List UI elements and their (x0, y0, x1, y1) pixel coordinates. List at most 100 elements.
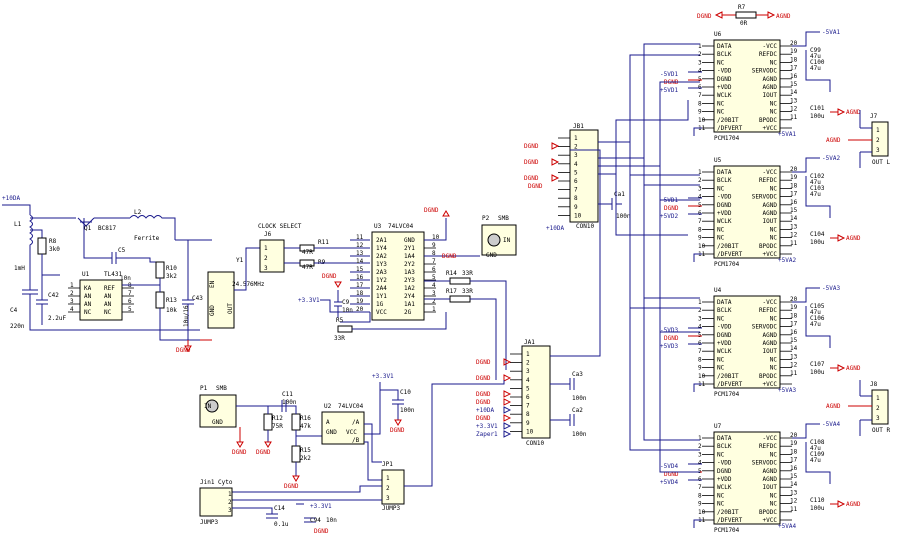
p2-in: IN (503, 237, 511, 244)
svg-text:1: 1 (386, 475, 390, 482)
svg-text:5: 5 (432, 274, 436, 281)
dac-pin-right: BPODC (759, 117, 777, 124)
dac-pin-left: /20BIT (717, 117, 739, 124)
u1-value: TL431 (104, 271, 122, 278)
dac-pin-left: /DFVERT (717, 251, 743, 258)
dac-pin-num: 3 (698, 59, 702, 66)
svg-text:1: 1 (228, 491, 232, 498)
dac-pin-num: 11 (790, 506, 798, 513)
ca2-value: 100n (572, 431, 587, 438)
svg-text:3: 3 (432, 290, 436, 297)
dac-vcc-neg: -5VA3 (822, 285, 840, 292)
q1-ref: Q1 (84, 225, 92, 232)
c94-dgnd: DGND (314, 528, 329, 535)
dac-vcc-pos: +5VA1 (778, 131, 796, 138)
ja1-pin: 5 (526, 385, 530, 392)
svg-text:2: 2 (432, 298, 436, 305)
dac-pin-left: /DFVERT (717, 381, 743, 388)
u3-pin-right: 2Y4 (404, 293, 415, 300)
l2-value: Ferrite (134, 235, 160, 242)
u2-pin-gnd: GND (326, 429, 337, 436)
dac-u7: U7PCM1704DATA1BCLK2NC3-VDD4DGND5+VDD6WCL… (660, 421, 861, 534)
svg-text:2: 2 (264, 255, 268, 262)
dac-agnd: AGND (846, 501, 861, 508)
dac-pin-right: AGND (763, 340, 778, 347)
dac-pin-num: 18 (790, 448, 798, 455)
c43-value: 10u/16 (183, 305, 190, 327)
dac-cap-ref: C109 (810, 451, 825, 458)
dac-pin-left: BCLK (717, 51, 732, 58)
l2-ref: L2 (134, 209, 142, 216)
dac-pin-right: REFDC (759, 51, 777, 58)
p2-value: SMB (498, 215, 509, 222)
dac-pin-right: SERVODC (752, 324, 778, 331)
input-supply: +3.3V1 (372, 373, 394, 380)
clock-dgnd-left: DGND (322, 273, 337, 280)
jin1-ref: Jin1 Cyto (200, 479, 233, 486)
dac-pin-num: 18 (790, 182, 798, 189)
c11-ref: C11 (282, 391, 293, 398)
dac-pin-num: 19 (790, 440, 798, 447)
dac-pin-right: NC (770, 356, 778, 363)
dac-pin-num: 19 (790, 48, 798, 55)
svg-text:4: 4 (432, 282, 436, 289)
r7-ref: R7 (738, 4, 746, 11)
u1-pin-right: AN (104, 293, 112, 300)
dac-pin-right: REFDC (759, 177, 777, 184)
dac-vdd-neg: -5VD1 (660, 71, 678, 78)
dac-pin-num: 13 (790, 223, 798, 230)
dac-cap-ref: C106 (810, 315, 825, 322)
j6-name: CLOCK SELECT (258, 223, 302, 230)
u3-pin-left: 2A3 (376, 269, 387, 276)
dgnd-label: DGND (697, 13, 712, 20)
dac-pin-left: NC (717, 315, 725, 322)
dac-pin-num: 12 (790, 498, 798, 505)
y1-ref: Y1 (236, 257, 244, 264)
c94-ref: C94 (310, 517, 321, 524)
dac-pin-num: 1 (698, 299, 702, 306)
dac-pin-num: 18 (790, 312, 798, 319)
r10-value: 3k2 (166, 273, 177, 280)
jb1-pin: 5 (574, 169, 578, 176)
dac-vcc-pos: +5VA4 (778, 523, 796, 530)
ca3-value: 100n (572, 395, 587, 402)
dac-pin-right: NC (770, 109, 778, 116)
dac-pin-right: +VCC (763, 251, 778, 258)
u2-pin-nb: /B (352, 437, 360, 444)
j7-agnd: AGND (826, 137, 841, 144)
dac-pin-left: NC (717, 235, 725, 242)
dac-pin-right: SERVODC (752, 68, 778, 75)
dac-vdd-pos: +5VD1 (660, 87, 678, 94)
dac-pin-left: NC (717, 356, 725, 363)
dac-pin-right: -VCC (763, 43, 778, 50)
ja1-pin: 7 (526, 403, 530, 410)
svg-text:16: 16 (356, 274, 364, 281)
dac-vdd-pos: +5VD4 (660, 479, 678, 486)
dac-pin-num: 15 (790, 337, 798, 344)
agnd-label: AGND (776, 13, 791, 20)
dac-pin-num: 20 (790, 296, 798, 303)
jb1-pin: 7 (574, 187, 578, 194)
u3-pin-left: VCC (376, 309, 387, 316)
jb1-pin: 9 (574, 204, 578, 211)
u1-ref: U1 (82, 271, 90, 278)
svg-text:3: 3 (70, 298, 74, 305)
ja1-pin: 10 (526, 428, 534, 435)
svg-text:6: 6 (432, 266, 436, 273)
p1-dgnd: DGND (232, 449, 247, 456)
dac-u5: U5PCM1704DATA1BCLK2NC3-VDD4DGND5+VDD6WCL… (660, 155, 861, 268)
u3-pin-right: 1A4 (404, 253, 415, 260)
y1-pin-out: OUT (227, 303, 234, 314)
svg-text:14: 14 (356, 258, 364, 265)
dac-dgnd: DGND (664, 205, 679, 212)
dac-pin-num: 14 (790, 215, 798, 222)
jp1-name: JUMP3 (382, 505, 400, 512)
jin1-name: JUMP3 (200, 519, 218, 526)
u2-pin-na: /A (352, 419, 360, 426)
dac-cap-ref: C102 (810, 173, 825, 180)
dac-pin-left: BCLK (717, 443, 732, 450)
j7-ref: J7 (870, 113, 878, 120)
dac-pin-num: 4 (698, 324, 702, 331)
dac-pin-num: 17 (790, 191, 798, 198)
r12-dgnd: DGND (256, 449, 271, 456)
